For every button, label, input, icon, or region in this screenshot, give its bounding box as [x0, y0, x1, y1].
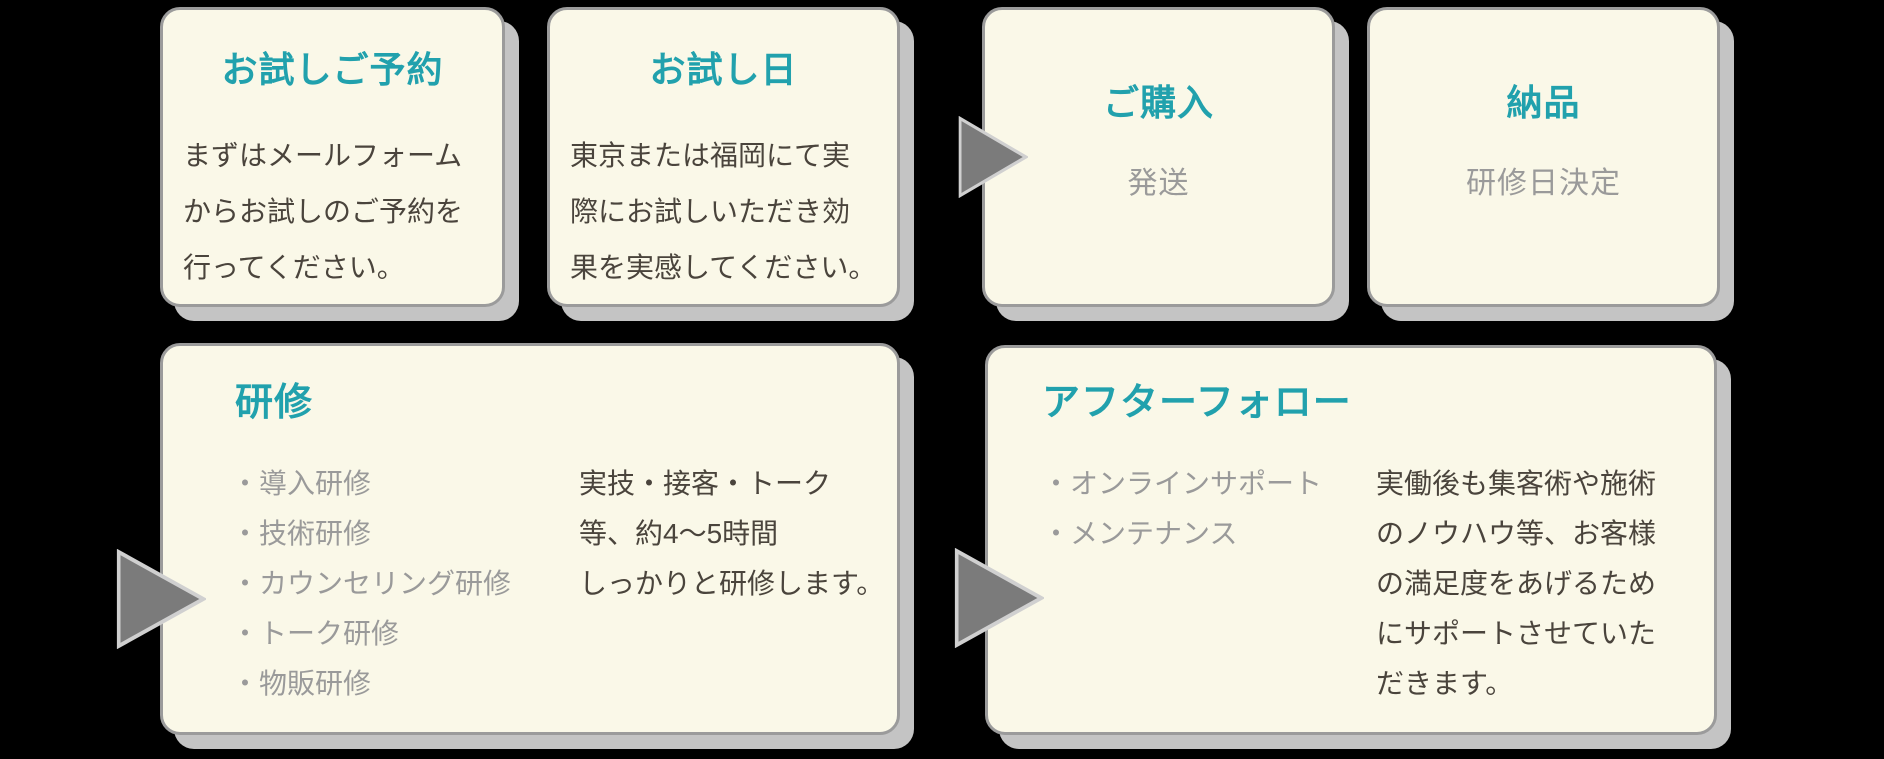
card-trial-reservation-body: まずはメールフォーム からお試しのご予約を 行ってください。	[163, 128, 502, 296]
card-trial-reservation-title: お試しご予約	[221, 49, 444, 90]
note-line: しっかりと研修します。	[579, 567, 885, 599]
list-item: ・カウンセリング研修	[231, 567, 512, 599]
card-delivery-note: 研修日決定	[1466, 166, 1621, 200]
training-bullet-list: ・導入研修 ・技術研修 ・カウンセリング研修 ・トーク研修 ・物販研修	[231, 459, 579, 709]
card-trial-day-title: お試し日	[649, 49, 798, 90]
after-follow-bullet-list: ・オンラインサポート ・メンテナンス	[1042, 459, 1376, 709]
card-after-follow-title: アフターフォロー	[1042, 382, 1352, 424]
list-item: ・オンラインサポート	[1042, 467, 1323, 499]
card-delivery: 納品 研修日決定	[1367, 7, 1720, 307]
card-after-follow-body: ・オンラインサポート ・メンテナンス 実働後も集客術や施術 のノウハウ等、お客様…	[988, 459, 1714, 709]
note-line: だきます。	[1376, 667, 1514, 699]
card-training-title: 研修	[235, 382, 314, 424]
note-line: 実技・接客・トーク	[579, 467, 832, 499]
note-line: のノウハウ等、お客様	[1376, 517, 1657, 549]
note-line: の満足度をあげるため	[1376, 567, 1657, 599]
card-after-follow: アフターフォロー ・オンラインサポート ・メンテナンス 実働後も集客術や施術 の…	[985, 345, 1717, 735]
list-item: ・技術研修	[231, 517, 372, 549]
list-item: ・物販研修	[231, 667, 372, 699]
arrow-right-icon	[958, 116, 1028, 198]
body-line: 行ってください。	[183, 252, 405, 283]
note-line: 等、約4〜5時間	[579, 517, 779, 549]
card-trial-reservation: お試しご予約 まずはメールフォーム からお試しのご予約を 行ってください。	[160, 7, 505, 307]
list-item: ・導入研修	[231, 467, 372, 499]
card-purchase-title: ご購入	[1102, 82, 1214, 123]
card-trial-day-body: 東京または福岡にて実 際にお試しいただき効 果を実感してください。	[550, 128, 897, 296]
list-item: ・メンテナンス	[1042, 517, 1238, 549]
card-delivery-title: 納品	[1506, 82, 1581, 123]
note-line: にサポートさせていた	[1376, 617, 1657, 649]
after-follow-note: 実働後も集客術や施術 のノウハウ等、お客様 の満足度をあげるため にサポートさせ…	[1376, 459, 1714, 709]
card-training: 研修 ・導入研修 ・技術研修 ・カウンセリング研修 ・トーク研修 ・物販研修 実…	[160, 343, 900, 735]
card-purchase: ご購入 発送	[982, 7, 1335, 307]
training-note: 実技・接客・トーク 等、約4〜5時間 しっかりと研修します。	[579, 459, 897, 709]
card-purchase-note: 発送	[1127, 166, 1190, 200]
body-line: まずはメールフォーム	[183, 140, 463, 171]
arrow-right-icon	[954, 548, 1044, 648]
body-line: 東京または福岡にて実	[570, 140, 851, 171]
body-line: 際にお試しいただき効	[570, 196, 851, 227]
arrow-right-icon	[116, 549, 206, 649]
card-training-body: ・導入研修 ・技術研修 ・カウンセリング研修 ・トーク研修 ・物販研修 実技・接…	[163, 459, 897, 709]
note-line: 実働後も集客術や施術	[1376, 467, 1657, 499]
body-line: 果を実感してください。	[570, 252, 877, 283]
card-trial-day: お試し日 東京または福岡にて実 際にお試しいただき効 果を実感してください。	[547, 7, 900, 307]
body-line: からお試しのご予約を	[183, 196, 464, 227]
list-item: ・トーク研修	[231, 617, 400, 649]
